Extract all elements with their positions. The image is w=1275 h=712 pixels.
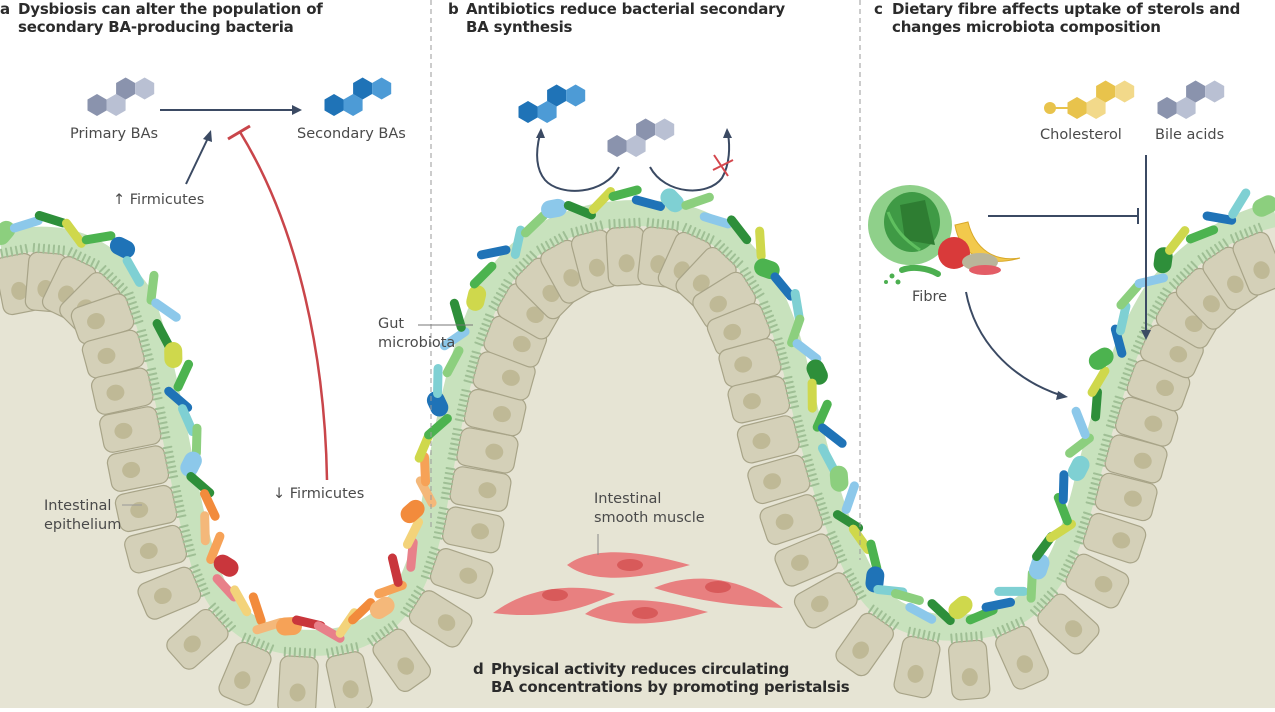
panel-b-title-line1: Antibiotics reduce bacterial secondary bbox=[448, 0, 785, 18]
gut-microbiota-label-line1: Gut bbox=[378, 315, 404, 333]
bacterium bbox=[200, 511, 210, 545]
panel-c-title: c Dietary fibre affects uptake of sterol… bbox=[874, 0, 1240, 36]
smooth-muscle-label-line1: Intestinal bbox=[594, 490, 661, 508]
microvillus bbox=[961, 634, 962, 642]
bacterium bbox=[994, 587, 1028, 596]
microvillus bbox=[647, 219, 648, 227]
microvillus bbox=[445, 478, 453, 479]
microvillus bbox=[981, 632, 982, 640]
microvillus bbox=[33, 244, 34, 252]
panel-a-title-line1: Dysbiosis can alter the population of bbox=[0, 0, 323, 18]
microvillus bbox=[443, 488, 451, 489]
microvillus bbox=[446, 473, 454, 474]
bacterium bbox=[808, 379, 817, 413]
bacterium bbox=[1059, 470, 1069, 504]
panel-d-title-line1: Physical activity reduces circulating bbox=[473, 660, 850, 678]
bacterium bbox=[433, 364, 443, 398]
microvillus bbox=[667, 221, 668, 229]
panel-b-title: b Antibiotics reduce bacterial secondary… bbox=[448, 0, 785, 36]
panel-c-title-line2: changes microbiota composition bbox=[874, 18, 1240, 36]
primary-bas-label: Primary BAs bbox=[70, 125, 158, 143]
panel-d-letter: d bbox=[473, 660, 484, 678]
fibre-label: Fibre bbox=[912, 288, 947, 306]
bile-acids-label: Bile acids bbox=[1155, 126, 1224, 144]
panel-d-title-line2: BA concentrations by promoting peristals… bbox=[473, 678, 850, 696]
microvillus bbox=[58, 246, 59, 254]
microvillus bbox=[43, 245, 44, 253]
microvillus bbox=[38, 244, 39, 252]
microvillus bbox=[672, 221, 673, 229]
microvillus bbox=[444, 483, 452, 484]
microvillus bbox=[657, 220, 658, 228]
panel-b-letter: b bbox=[448, 0, 459, 18]
firmicutes-increase-label: ↑ Firmicutes bbox=[113, 191, 204, 209]
panel-c-title-line1: Dietary fibre affects uptake of sterols … bbox=[874, 0, 1240, 18]
panel-d-title: d Physical activity reduces circulating … bbox=[473, 660, 850, 696]
firmicutes-decrease-label: ↓ Firmicutes bbox=[273, 485, 364, 503]
microvillus bbox=[53, 246, 54, 254]
microvillus bbox=[951, 634, 952, 642]
bacterium bbox=[164, 342, 183, 368]
panel-a-title: a Dysbiosis can alter the population of … bbox=[0, 0, 323, 36]
panel-b-title-line2: BA synthesis bbox=[448, 18, 785, 36]
panel-a-letter: a bbox=[0, 0, 10, 18]
cholesterol-label: Cholesterol bbox=[1040, 126, 1122, 144]
epithelium-label-line1: Intestinal bbox=[44, 497, 111, 515]
secondary-bas-label: Secondary BAs bbox=[297, 125, 406, 143]
microvillus bbox=[976, 632, 977, 640]
microvillus bbox=[971, 633, 972, 641]
microvillus bbox=[48, 245, 49, 253]
microvillus bbox=[662, 220, 663, 228]
gut-microbiota-label-line2: microbiota bbox=[378, 334, 455, 352]
microvillus bbox=[442, 498, 450, 499]
microvillus bbox=[956, 634, 957, 642]
microvillus bbox=[442, 493, 450, 494]
panel-a-title-line2: secondary BA-producing bacteria bbox=[0, 18, 323, 36]
panel-c-letter: c bbox=[874, 0, 883, 18]
microvillus bbox=[677, 222, 678, 230]
microvillus bbox=[447, 468, 455, 469]
microvillus bbox=[966, 633, 967, 641]
microvillus bbox=[652, 219, 653, 227]
epithelium-label-line2: epithelium bbox=[44, 516, 121, 534]
smooth-muscle-label-line2: smooth muscle bbox=[594, 509, 705, 527]
microvillus bbox=[63, 246, 64, 254]
